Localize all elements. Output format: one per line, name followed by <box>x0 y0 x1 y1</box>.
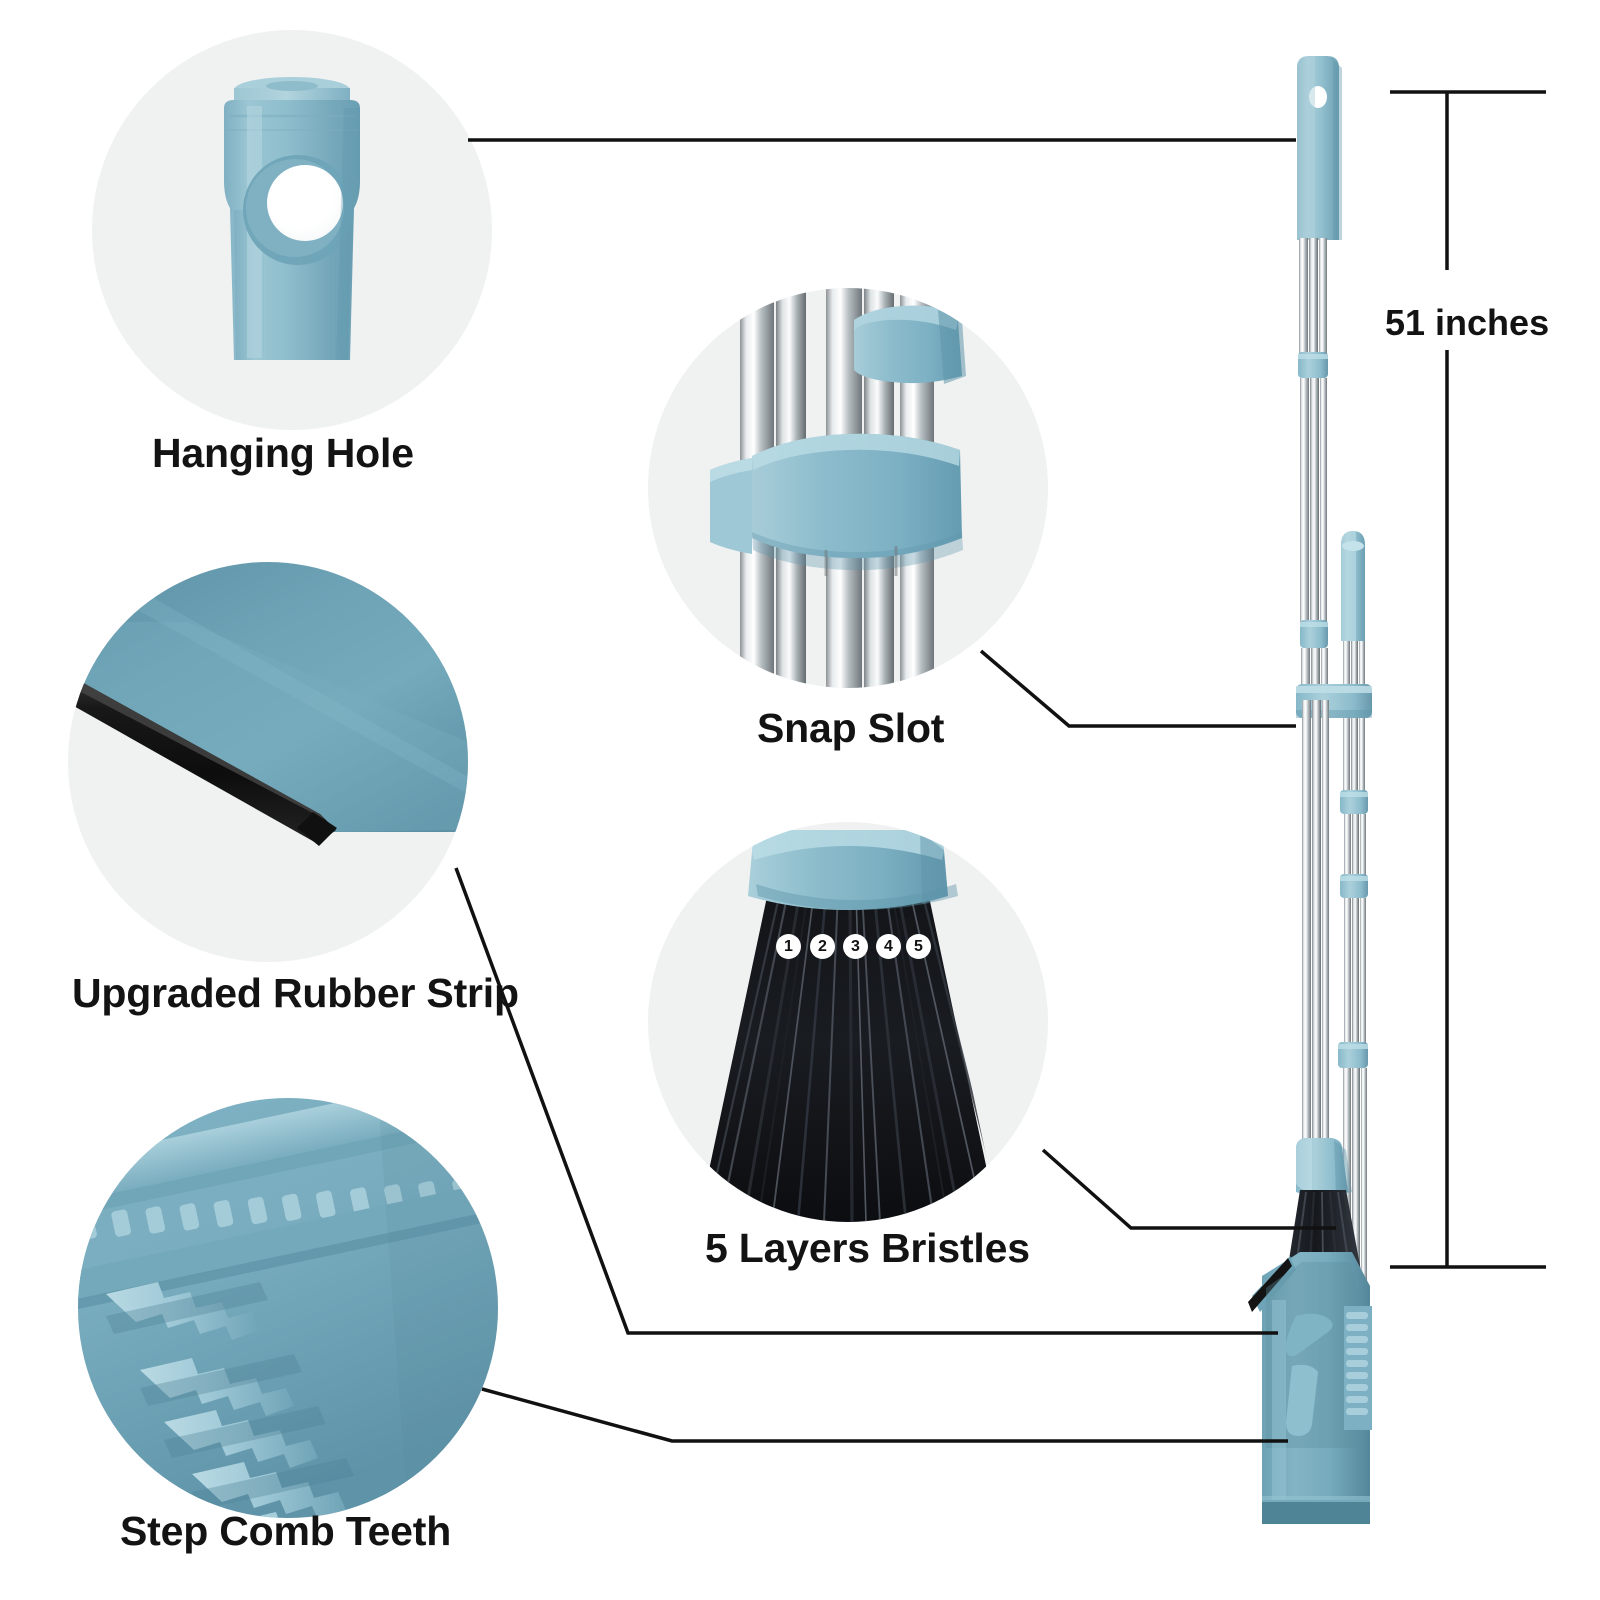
dustpan-latch <box>1286 1364 1318 1436</box>
snap-slot-band <box>1296 684 1372 718</box>
callout-label-rubber-strip: Upgraded Rubber Strip <box>72 970 519 1016</box>
dustpan-pole-joint-mid <box>1340 874 1368 898</box>
callout-label-hanging-hole: Hanging Hole <box>152 430 414 476</box>
dustpan-rubber-strip <box>1248 1258 1292 1312</box>
broom-bristles <box>1278 1190 1372 1330</box>
dustpan-pole-joint-upper <box>1340 790 1368 814</box>
broom-pole-clip <box>1300 620 1328 648</box>
broom-head-ferrule <box>1296 1138 1348 1197</box>
broom-handle-top-cap <box>1297 56 1339 240</box>
callout-bubble-bristles: 1 2 3 4 5 <box>648 822 1048 1222</box>
callout-bubble-rubber-strip <box>68 562 468 962</box>
callout-label-bristles: 5 Layers Bristles <box>705 1225 1030 1271</box>
bristle-layer-badge: 3 <box>843 934 868 959</box>
dustpan-lever <box>1285 1313 1333 1357</box>
callout-bubble-hanging-hole <box>92 30 492 430</box>
dustpan-pole-joint-lower <box>1338 1042 1368 1068</box>
callout-bubble-snap-slot <box>648 288 1048 688</box>
bristle-layer-badge: 5 <box>906 934 931 959</box>
dimension-label: 51 inches <box>1385 302 1550 343</box>
bristle-layer-badge: 4 <box>876 934 901 959</box>
leader-line-bristles <box>1041 1148 1336 1230</box>
hanging-hole-illustration <box>224 77 360 360</box>
dustpan-comb-teeth <box>1346 1312 1368 1415</box>
callout-label-snap-slot: Snap Slot <box>757 705 945 751</box>
dustpan-body <box>1262 1252 1370 1520</box>
bristle-layer-badge: 2 <box>810 934 835 959</box>
leader-line-snap-slot <box>979 649 1296 728</box>
hanging-hole-opening <box>1309 86 1327 108</box>
dustpan-handle-grip <box>1341 531 1365 641</box>
leader-line-comb-teeth <box>481 1387 1288 1443</box>
rubber-strip-illustration <box>68 562 468 846</box>
broom-pole-joint-upper <box>1298 352 1328 378</box>
snap-slot-illustration <box>710 288 966 688</box>
bristles-illustration <box>698 830 1000 1222</box>
callout-bubble-comb-teeth <box>78 1098 498 1518</box>
callout-label-comb-teeth: Step Comb Teeth <box>120 1508 452 1554</box>
comb-teeth-illustration <box>78 1098 498 1518</box>
bristle-layer-badge: 1 <box>776 934 801 959</box>
dustpan-comb-teeth-panel <box>1344 1306 1372 1430</box>
